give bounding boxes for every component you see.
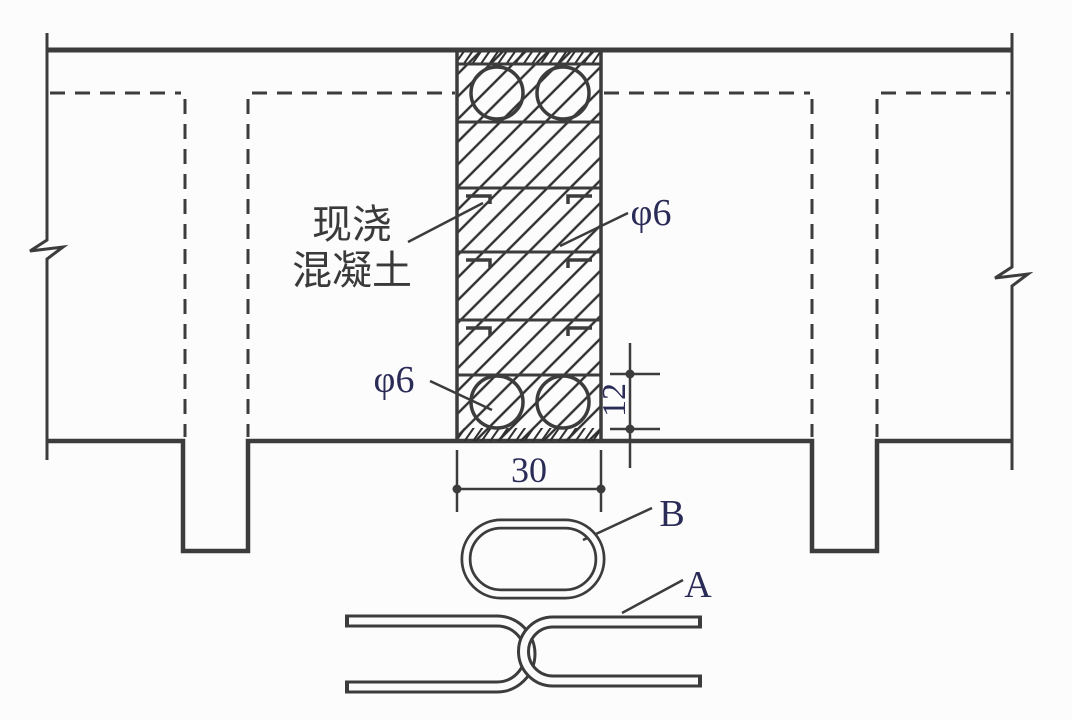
cast-in-place-label-line2: 混凝土 <box>292 248 412 293</box>
joint-bottom-fine-hatch <box>458 428 601 441</box>
hooked-bar-left-inner <box>349 617 534 691</box>
leader-detail-a <box>621 578 684 615</box>
dimension-loop-height <box>610 343 660 468</box>
hook-bar-end-3-right <box>566 326 592 336</box>
hooked-bar-right-inner <box>520 618 698 685</box>
hidden-edges-dashed <box>50 91 1010 437</box>
loop-bar-section-top-left <box>469 65 525 121</box>
loop-bar-section-bottom-left <box>469 374 525 430</box>
cast-in-place-joint <box>455 52 603 441</box>
rebar-label-bottom: φ6 <box>374 359 415 401</box>
loop-bar-inner <box>463 521 603 597</box>
loop-bar-section-top-right <box>535 65 591 121</box>
hook-bar-end-2-left <box>466 258 492 268</box>
dim-value-12: 12 <box>596 383 633 417</box>
cast-in-place-label-line1: 现浇 <box>312 202 392 247</box>
rebar-label-top: φ6 <box>631 192 672 234</box>
joint-top-fine-hatch <box>458 52 601 65</box>
leader-cast-in-place <box>407 201 484 244</box>
hook-bar-end-1-left <box>466 194 492 204</box>
slab-right-edge-break-mark <box>994 33 1034 470</box>
dim30-dot-right <box>596 484 606 494</box>
hooked-bar-right-outline <box>517 615 702 688</box>
dim30-dot-left <box>452 484 462 494</box>
dim12-dot-bottom <box>625 424 635 434</box>
dimension-joint-width <box>452 450 606 512</box>
hook-bar-end-3-left <box>466 326 492 336</box>
detail-a-label: A <box>684 564 712 606</box>
hook-bar-end-2-right <box>566 258 592 268</box>
loop-bar-section-bottom-right <box>535 374 591 430</box>
detail-a-hooked-bars <box>345 614 702 694</box>
hooked-bar-left-outline <box>345 614 537 694</box>
leader-rebar-bottom <box>429 379 493 412</box>
leader-rebar-top <box>559 211 629 248</box>
hook-bar-end-1-right <box>566 194 592 204</box>
detail-b-loop-bar <box>460 518 606 600</box>
slab-left-edge-break-mark <box>29 33 69 460</box>
loop-bar-outline <box>460 518 606 600</box>
dim12-dot-top <box>625 369 635 379</box>
dim-value-30: 30 <box>511 450 547 490</box>
detail-b-label: B <box>659 493 684 535</box>
